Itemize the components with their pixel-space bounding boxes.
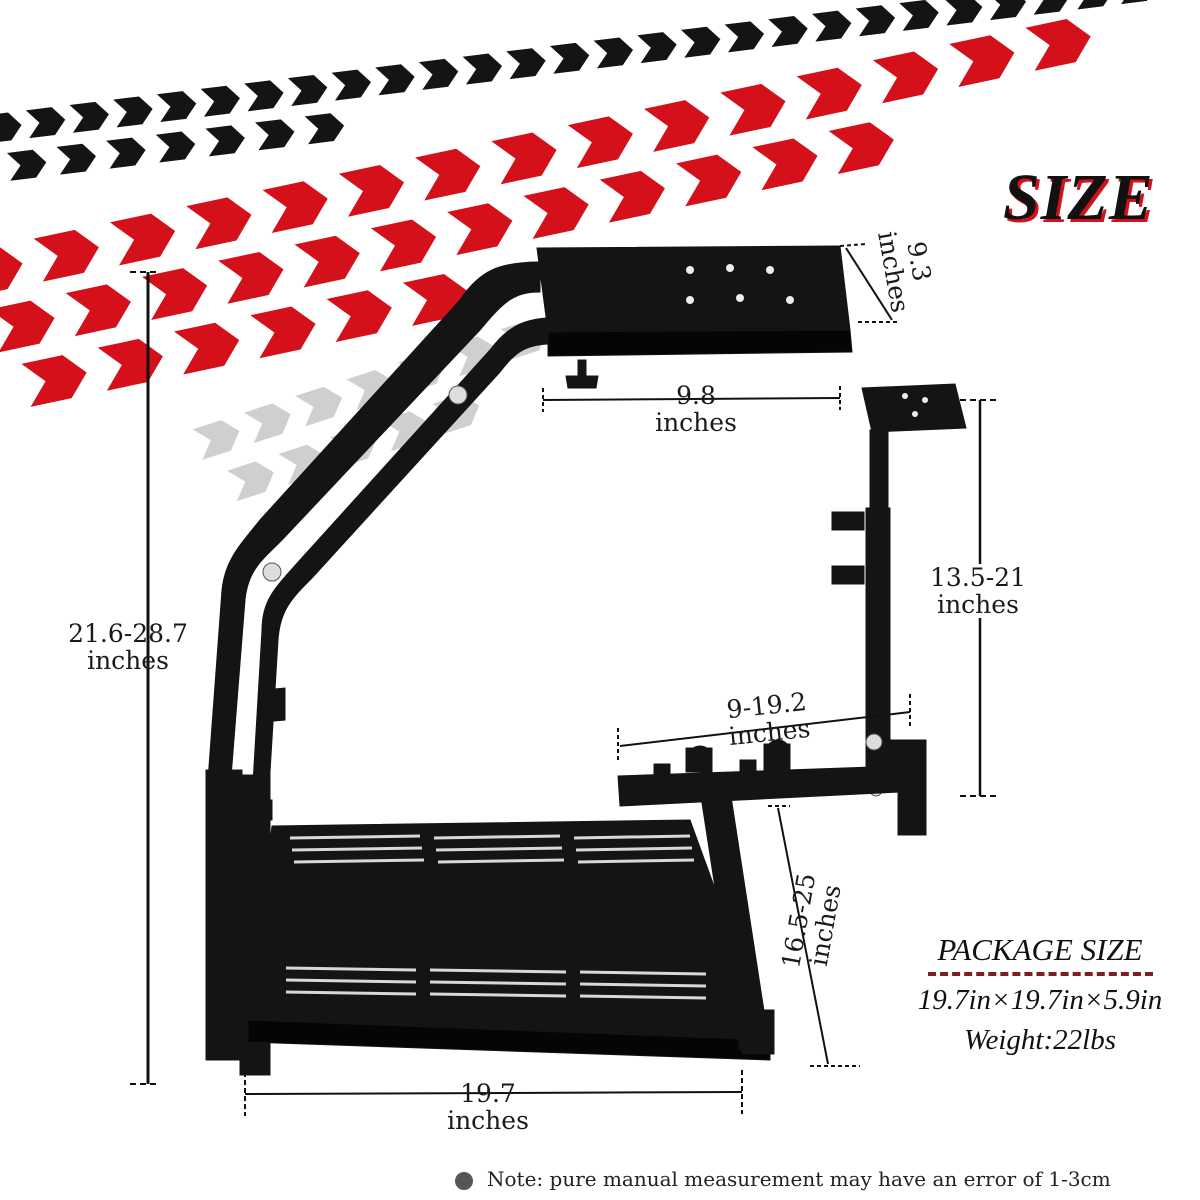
size-title: SIZE [1003,161,1154,234]
bullet-icon [455,1171,473,1190]
package-divider [927,972,1153,976]
pedal-height-label: 13.5-21 inches [918,564,1038,618]
base-width-label: 19.7 inches [428,1080,548,1134]
base-width-value: 19.7 [460,1079,516,1108]
base-width-unit: inches [447,1106,529,1135]
total-height-value: 21.6-28.7 [68,619,188,648]
dimension-lines [130,243,1000,1116]
total-height-label: 21.6-28.7 inches [58,620,198,674]
plate-width-unit: inches [655,408,737,437]
pedal-height-value: 13.5-21 [930,563,1026,592]
plate-width-label: 9.8 inches [636,382,756,436]
note-text: Note: pure manual measurement may have a… [487,1167,1111,1191]
package-dimensions: 19.7in×19.7in×5.9in [917,984,1163,1016]
wheel-stand-drawing [205,245,967,1076]
plate-width-value: 9.8 [676,381,716,410]
measurement-note: Note: pure manual measurement may have a… [455,1164,1195,1194]
package-info: PACKAGE SIZE 19.7in×19.7in×5.9in Weight:… [905,930,1175,1062]
package-weight: Weight:22lbs [964,1024,1116,1056]
package-title: PACKAGE SIZE [937,932,1143,967]
pedal-height-unit: inches [937,590,1019,619]
total-height-unit: inches [87,646,169,675]
